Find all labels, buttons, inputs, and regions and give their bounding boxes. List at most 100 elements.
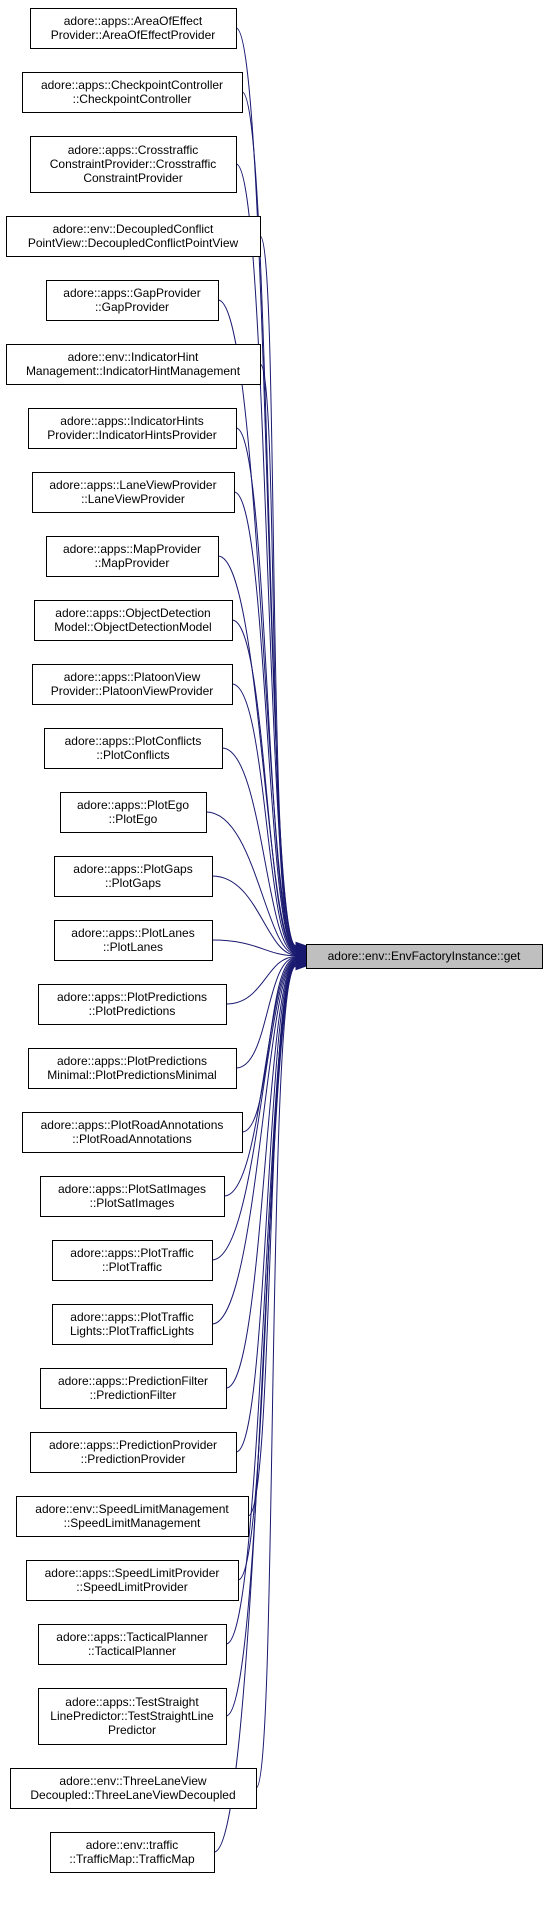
- caller-node-box: [38, 984, 227, 1025]
- node-label-line: adore::apps::PlotPredictions: [57, 1054, 207, 1068]
- caller-node[interactable]: adore::apps::PredictionFilter::Predictio…: [40, 1368, 227, 1409]
- caller-node[interactable]: adore::apps::PlotPredictions::PlotPredic…: [38, 984, 227, 1025]
- caller-node[interactable]: adore::env::DecoupledConflictPointView::…: [6, 216, 261, 257]
- caller-node-box: [28, 1048, 237, 1089]
- caller-node[interactable]: adore::apps::PlotTraffic::PlotTraffic: [52, 1240, 213, 1281]
- call-edge: [233, 491, 297, 951]
- node-label-line: adore::apps::PlotPredictions: [57, 990, 207, 1004]
- caller-node[interactable]: adore::apps::PlotGaps::PlotGaps: [54, 856, 213, 897]
- caller-node[interactable]: adore::apps::PlotEgo::PlotEgo: [60, 792, 207, 833]
- call-edge: [217, 555, 297, 952]
- caller-node-box: [30, 1432, 237, 1473]
- caller-node-box: [40, 1176, 225, 1217]
- caller-node-box: [52, 1304, 213, 1345]
- call-edge: [231, 619, 297, 953]
- caller-node-box: [50, 1832, 215, 1873]
- call-edge: [211, 875, 297, 956]
- node-label-line: ::LaneViewProvider: [81, 492, 185, 506]
- target-node[interactable]: adore::env::EnvFactoryInstance::get: [306, 944, 543, 969]
- caller-node[interactable]: adore::apps::CheckpointController::Check…: [22, 72, 243, 113]
- caller-node-box: [30, 136, 237, 193]
- caller-node-box: [26, 1560, 239, 1601]
- caller-node[interactable]: adore::env::traffic::TrafficMap::Traffic…: [50, 1832, 215, 1873]
- node-label-line: ::PlotEgo: [109, 812, 158, 826]
- node-label-line: adore::apps::PlotRoadAnnotations: [41, 1118, 224, 1132]
- node-label-line: adore::apps::TacticalPlanner: [56, 1630, 207, 1644]
- node-label-line: adore::apps::GapProvider: [63, 286, 200, 300]
- caller-node[interactable]: adore::apps::PlotLanes::PlotLanes: [54, 920, 213, 961]
- node-label-line: ::SpeedLimitProvider: [76, 1580, 187, 1594]
- caller-node-box: [32, 472, 235, 513]
- node-label-line: adore::apps::PlotLanes: [71, 926, 194, 940]
- node-label-line: ::PlotSatImages: [90, 1196, 175, 1210]
- call-edge: [235, 961, 297, 1453]
- caller-node[interactable]: adore::apps::PredictionProvider::Predict…: [30, 1432, 237, 1473]
- node-label-line: Minimal::PlotPredictionsMinimal: [47, 1068, 216, 1082]
- caller-node[interactable]: adore::apps::AreaOfEffectProvider::AreaO…: [30, 8, 237, 49]
- node-label-line: Management::IndicatorHintManagement: [26, 364, 241, 378]
- caller-node[interactable]: adore::apps::PlotRoadAnnotations::PlotRo…: [22, 1112, 243, 1153]
- call-edge: [223, 958, 297, 1197]
- caller-node-box: [32, 664, 233, 705]
- caller-node[interactable]: adore::apps::PlotTrafficLights::PlotTraf…: [52, 1304, 213, 1345]
- node-label-line: adore::apps::PlotTraffic: [70, 1246, 193, 1260]
- node-label-line: adore::apps::PlotEgo: [77, 798, 189, 812]
- node-label-line: adore::apps::IndicatorHints: [60, 414, 203, 428]
- caller-node-box: [54, 856, 213, 897]
- node-label-line: Decoupled::ThreeLaneViewDecoupled: [30, 1788, 235, 1802]
- caller-node[interactable]: adore::apps::PlotPredictionsMinimal::Plo…: [28, 1048, 237, 1089]
- caller-node[interactable]: adore::apps::MapProvider::MapProvider: [46, 536, 219, 577]
- caller-node[interactable]: adore::apps::CrosstrafficConstraintProvi…: [30, 136, 237, 193]
- node-label-line: adore::env::IndicatorHint: [68, 350, 199, 364]
- call-edge: [259, 363, 297, 950]
- node-label-line: adore::env::ThreeLaneView: [59, 1774, 207, 1788]
- node-label-line: adore::apps::Crosstraffic: [68, 143, 199, 157]
- caller-node[interactable]: adore::apps::ObjectDetectionModel::Objec…: [34, 600, 233, 641]
- graph-nodes: adore::apps::AreaOfEffectProvider::AreaO…: [6, 8, 543, 1873]
- caller-node[interactable]: adore::apps::IndicatorHintsProvider::Ind…: [28, 408, 237, 449]
- node-label-line: Lights::PlotTrafficLights: [70, 1324, 194, 1338]
- node-label-line: ConstraintProvider: [83, 171, 182, 185]
- node-label-line: Model::ObjectDetectionModel: [54, 620, 211, 634]
- call-edge: [255, 965, 297, 1789]
- caller-node[interactable]: adore::env::ThreeLaneViewDecoupled::Thre…: [10, 1768, 257, 1809]
- caller-node[interactable]: adore::apps::GapProvider::GapProvider: [46, 280, 219, 321]
- caller-node[interactable]: adore::apps::PlatoonViewProvider::Platoo…: [32, 664, 233, 705]
- node-label-line: Provider::AreaOfEffectProvider: [51, 28, 216, 42]
- node-label-line: adore::apps::AreaOfEffect: [64, 14, 203, 28]
- caller-node-box: [16, 1496, 249, 1537]
- edge-arrowhead: [295, 961, 308, 971]
- caller-node[interactable]: adore::apps::PlotConflicts::PlotConflict…: [44, 728, 223, 769]
- node-label-line: adore::env::EnvFactoryInstance::get: [328, 949, 521, 963]
- call-edge: [235, 27, 297, 947]
- caller-node[interactable]: adore::apps::TestStraightLinePredictor::…: [38, 1688, 227, 1745]
- caller-node[interactable]: adore::apps::TacticalPlanner::TacticalPl…: [38, 1624, 227, 1665]
- caller-node[interactable]: adore::apps::SpeedLimitProvider::SpeedLi…: [26, 1560, 239, 1601]
- caller-node[interactable]: adore::env::IndicatorHintManagement::Ind…: [6, 344, 261, 385]
- caller-node-box: [52, 1240, 213, 1281]
- node-label-line: ::PlotTraffic: [102, 1260, 162, 1274]
- node-label-line: Predictor: [108, 1723, 156, 1737]
- call-edge: [231, 683, 297, 954]
- node-label-line: Provider::IndicatorHintsProvider: [47, 428, 216, 442]
- call-edge: [235, 427, 297, 951]
- node-label-line: adore::apps::MapProvider: [63, 542, 201, 556]
- caller-node[interactable]: adore::apps::PlotSatImages::PlotSatImage…: [40, 1176, 225, 1217]
- node-label-line: ::PlotRoadAnnotations: [72, 1132, 191, 1146]
- node-label-line: adore::apps::ObjectDetection: [55, 606, 210, 620]
- caller-node-box: [34, 600, 233, 641]
- caller-node-box: [22, 72, 243, 113]
- node-label-line: ::PlotGaps: [105, 876, 161, 890]
- caller-node[interactable]: adore::apps::LaneViewProvider::LaneViewP…: [32, 472, 235, 513]
- call-edge: [211, 959, 297, 1325]
- caller-node-box: [6, 216, 261, 257]
- node-label-line: ::PlotConflicts: [96, 748, 169, 762]
- call-edge: [225, 963, 297, 1645]
- call-edge: [217, 299, 297, 949]
- call-edge: [259, 235, 297, 948]
- node-label-line: adore::env::traffic: [86, 1838, 179, 1852]
- caller-node[interactable]: adore::env::SpeedLimitManagement::SpeedL…: [16, 1496, 249, 1537]
- call-edge: [211, 939, 297, 957]
- call-edge: [241, 91, 297, 947]
- node-label-line: adore::apps::PredictionFilter: [58, 1374, 208, 1388]
